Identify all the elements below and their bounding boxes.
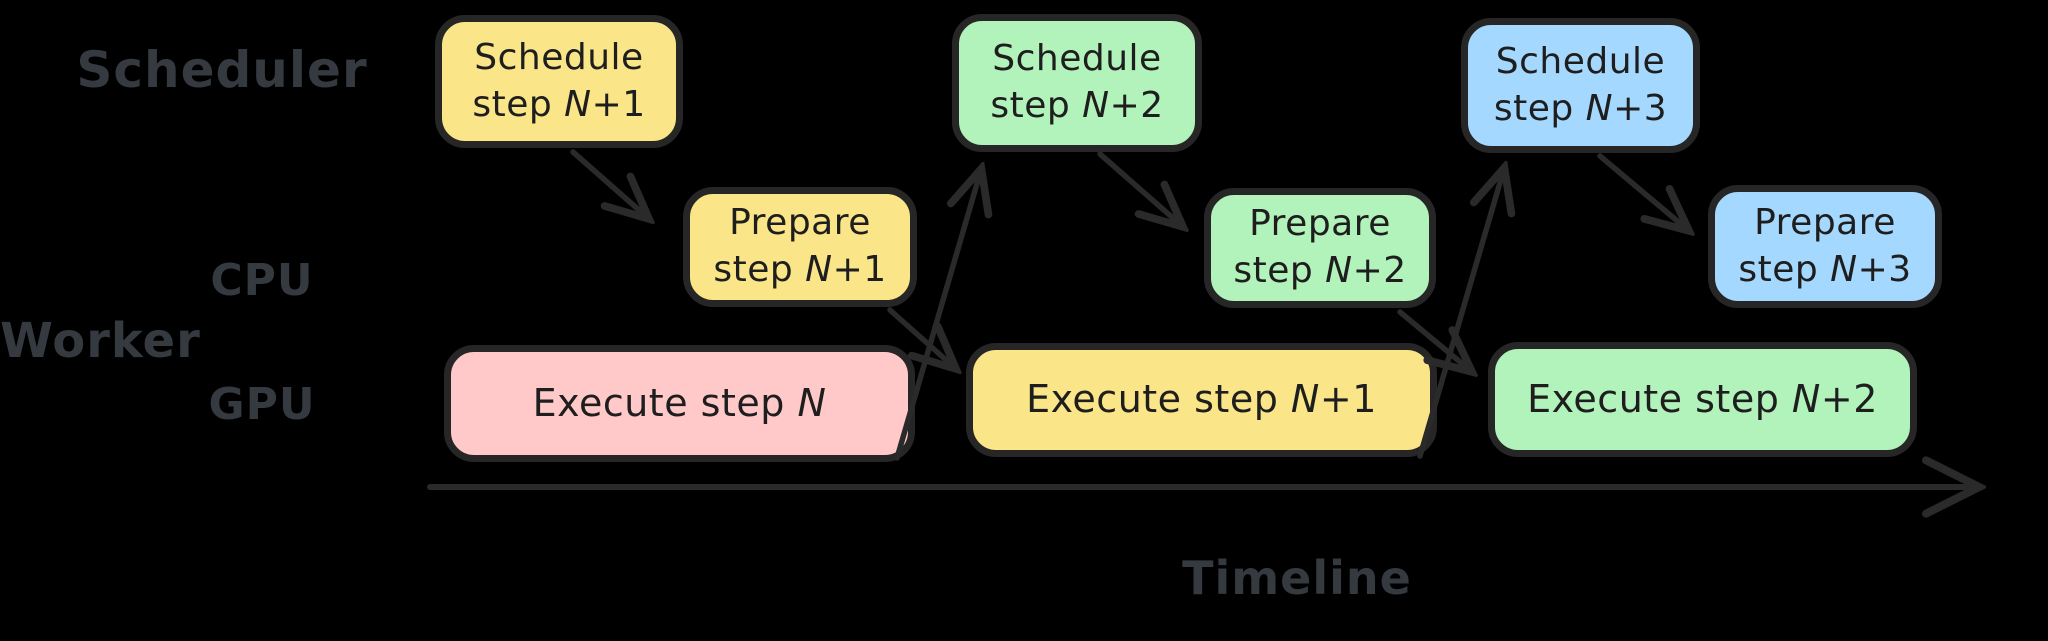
execute-step-n-label: Execute step N xyxy=(532,380,827,425)
arrow-schedule-n3-to-prepare-n3 xyxy=(1597,153,1688,230)
cpu-row-label: CPU xyxy=(210,255,314,306)
arrow-schedule-n2-to-prepare-n2 xyxy=(1097,151,1182,226)
scheduler-row-label: Scheduler xyxy=(76,41,368,99)
arrow-schedule-n1-to-prepare-n1 xyxy=(570,149,648,218)
execute-step-n-box: Execute step N xyxy=(444,345,915,462)
gpu-row-label: GPU xyxy=(208,379,316,430)
execute-step-n2-box: Execute step N+2 xyxy=(1488,342,1917,457)
execute-step-n2-label: Execute step N+2 xyxy=(1527,376,1878,421)
execute-step-n1-label: Execute step N+1 xyxy=(1026,377,1377,422)
execute-step-n1-box: Execute step N+1 xyxy=(966,343,1437,457)
worker-row-label: Worker xyxy=(0,313,201,369)
timeline-axis-label: Timeline xyxy=(1182,551,1412,605)
